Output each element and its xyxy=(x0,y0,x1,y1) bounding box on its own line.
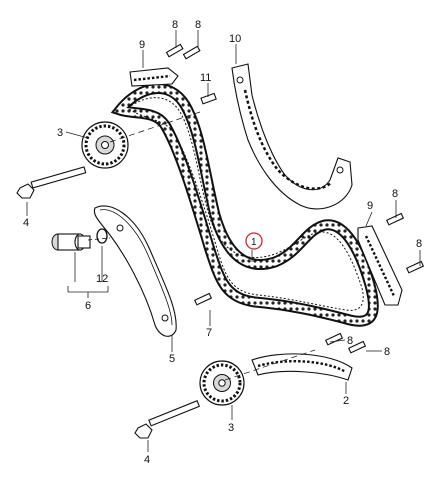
callout-3: 3 xyxy=(228,422,234,434)
bolt-lower xyxy=(134,400,201,439)
callout-3: 3 xyxy=(57,127,63,139)
callout-8: 8 xyxy=(172,19,178,31)
guide-rail-right xyxy=(357,225,403,306)
callout-9: 9 xyxy=(367,200,373,212)
small-bolts xyxy=(165,43,425,354)
callout-6: 6 xyxy=(85,300,91,312)
guide-rail-top-small xyxy=(129,67,179,87)
lower-sprocket xyxy=(199,360,245,406)
callout-7: 7 xyxy=(206,327,212,339)
callout-8: 8 xyxy=(195,19,201,31)
callout-5: 5 xyxy=(169,353,175,365)
callout-2: 2 xyxy=(343,395,349,407)
guide-rail-bottom xyxy=(251,353,353,381)
highlight-ring xyxy=(245,232,263,250)
callout-8: 8 xyxy=(347,335,353,347)
guide-rail-upper-right xyxy=(231,63,353,210)
callout-10: 10 xyxy=(229,33,241,45)
callout-8: 8 xyxy=(392,188,398,200)
chain-tensioner xyxy=(51,228,108,251)
callout-4: 4 xyxy=(144,454,150,466)
leader-lines xyxy=(26,30,421,452)
bolt-upper xyxy=(16,166,87,199)
center-lines xyxy=(87,111,316,381)
callout-4: 4 xyxy=(23,217,29,229)
upper-sprocket xyxy=(81,121,129,169)
callout-8: 8 xyxy=(416,238,422,250)
callout-12: 12 xyxy=(96,273,108,285)
callout-8: 8 xyxy=(384,346,390,358)
callout-1: 1 xyxy=(251,237,257,248)
guide-rail-left xyxy=(93,205,177,337)
timing-chain xyxy=(110,83,379,327)
callout-9: 9 xyxy=(139,39,145,51)
callout-11: 11 xyxy=(200,72,211,84)
